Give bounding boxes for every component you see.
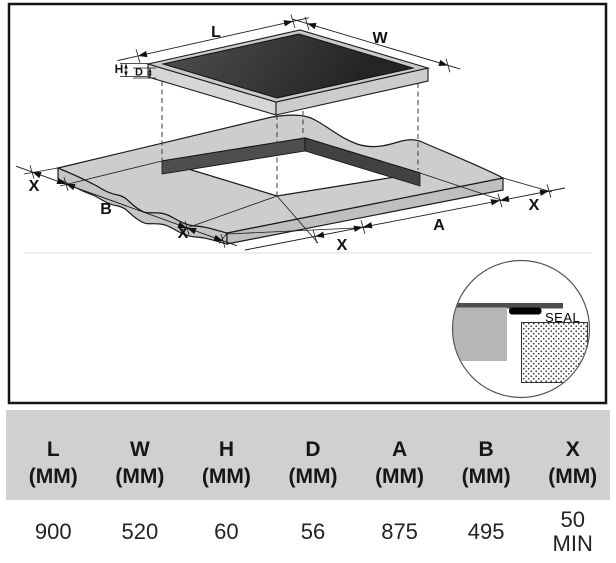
col-header-L: L (MM)	[28, 438, 78, 488]
value-W: 520	[121, 518, 159, 544]
dim-label-l: L	[211, 24, 221, 41]
projection-lines	[161, 81, 419, 195]
installation-diagram: L W H D X B X X A X SEAL	[7, 2, 608, 405]
cutout-opening	[161, 137, 421, 187]
col-header-H: H (MM)	[201, 438, 251, 488]
dim-label-x-right: X	[529, 197, 540, 214]
detail-circle	[451, 259, 591, 399]
value-A: 875	[381, 518, 418, 544]
dim-label-x-left: X	[29, 178, 40, 195]
dim-label-a: A	[433, 217, 445, 234]
dim-label-x-front: X	[337, 237, 348, 254]
table-values-row: 900 520 60 56 875 495 50 MIN	[10, 500, 616, 563]
detail-glass-edge	[453, 303, 563, 309]
col-header-W: W (MM)	[115, 438, 165, 488]
value-D: 56	[300, 518, 326, 544]
value-X: 50 MIN	[552, 506, 593, 556]
cutout-wall-back-right	[304, 137, 421, 187]
dim-line-right-group	[244, 187, 566, 251]
dim-label-x-front-left: X	[178, 225, 189, 242]
table-header-band	[6, 410, 610, 500]
col-header-D: D (MM)	[288, 438, 338, 488]
dim-label-h: H	[115, 62, 124, 76]
dim-line-left-group	[15, 165, 238, 247]
col-header-A: A (MM)	[375, 438, 425, 488]
glass-surface	[161, 33, 415, 99]
value-B: 495	[467, 518, 505, 544]
dim-label-b: B	[100, 201, 112, 218]
seal-label: SEAL	[545, 310, 580, 325]
detail-seal-gasket	[509, 307, 542, 315]
extension-lines	[23, 14, 553, 248]
dim-line-W	[292, 18, 461, 70]
value-L: 900	[34, 518, 72, 544]
table-header-row: L (MM) W (MM) H (MM) D (MM) A (MM) B (MM…	[10, 410, 616, 500]
cooktop	[145, 29, 431, 116]
col-header-X: X (MM)	[548, 438, 598, 488]
detail-countertop-section	[453, 307, 507, 361]
dim-line-L	[117, 17, 309, 62]
value-H: 60	[214, 518, 239, 544]
dim-label-w: W	[372, 30, 388, 47]
dimension-lines	[15, 14, 566, 251]
col-header-B: B (MM)	[461, 438, 511, 488]
dim-label-d: D	[135, 67, 143, 79]
